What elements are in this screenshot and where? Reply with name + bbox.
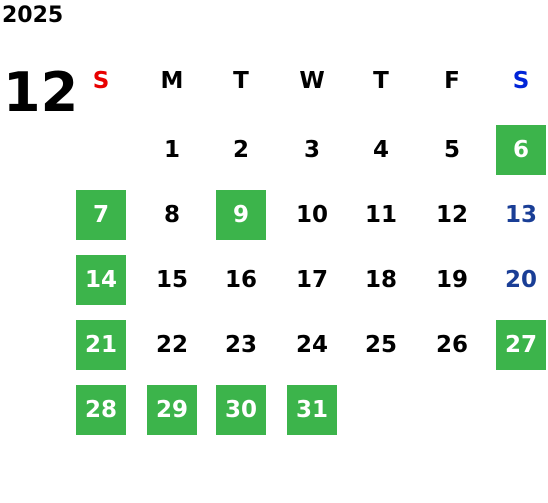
calendar-day-highlighted[interactable]: 27 [496,320,546,370]
calendar-day[interactable]: 19 [435,267,468,293]
calendar-day-highlighted[interactable]: 31 [287,385,337,435]
weekday-header: W [299,68,325,94]
weekday-header: T [233,68,249,94]
calendar-day-highlighted[interactable]: 29 [147,385,197,435]
calendar-day[interactable]: 22 [155,332,188,358]
month-number: 12 [3,61,79,124]
weekday-header: S [512,68,530,94]
weekday-header: T [373,68,389,94]
calendar-day-highlighted[interactable]: 7 [76,190,126,240]
calendar-day-highlighted[interactable]: 30 [216,385,266,435]
weekday-header: S [92,68,110,94]
calendar-day-highlighted[interactable]: 21 [76,320,126,370]
calendar-day[interactable]: 15 [155,267,188,293]
calendar-day-highlighted[interactable]: 28 [76,385,126,435]
calendar-day[interactable]: 16 [224,267,257,293]
calendar-day[interactable]: 10 [295,202,328,228]
year-label: 2025 [2,3,64,28]
calendar-day[interactable]: 13 [504,202,537,228]
calendar-day[interactable]: 4 [372,137,389,163]
weekday-header: M [160,68,184,94]
calendar-day-highlighted[interactable]: 14 [76,255,126,305]
calendar-day[interactable]: 25 [364,332,397,358]
calendar-day[interactable]: 17 [295,267,328,293]
weekday-header: F [444,68,460,94]
calendar-day[interactable]: 24 [295,332,328,358]
calendar-day-highlighted[interactable]: 6 [496,125,546,175]
calendar-day[interactable]: 23 [224,332,257,358]
calendar-day[interactable]: 12 [435,202,468,228]
calendar-day[interactable]: 1 [163,137,180,163]
calendar-day[interactable]: 11 [364,202,397,228]
calendar-day[interactable]: 18 [364,267,397,293]
calendar-day-highlighted[interactable]: 9 [216,190,266,240]
calendar-day[interactable]: 8 [163,202,180,228]
calendar-day[interactable]: 2 [232,137,249,163]
calendar-day[interactable]: 5 [443,137,460,163]
calendar-day[interactable]: 26 [435,332,468,358]
calendar-day[interactable]: 20 [504,267,537,293]
calendar-day[interactable]: 3 [303,137,320,163]
